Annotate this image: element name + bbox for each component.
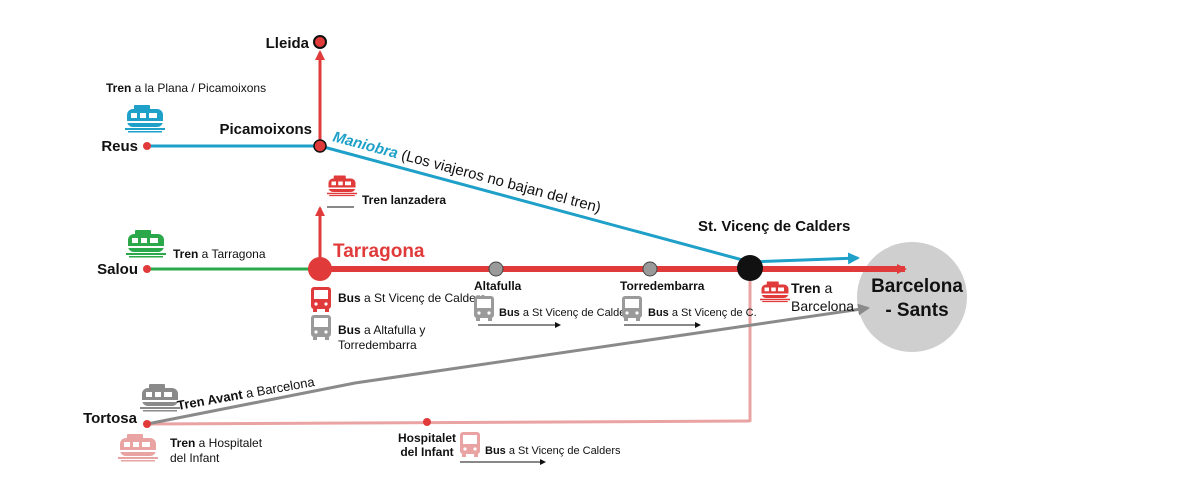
node-reus [143, 142, 151, 150]
label-bcn-train-line1: Tren a [791, 280, 832, 296]
station-salou: Salou [97, 261, 138, 278]
label-tgn-bus2-line2: Torredembarra [338, 338, 417, 352]
node-altafulla [488, 261, 504, 277]
station-st-vicenc: St. Vicenç de Calders [698, 218, 850, 235]
train-icon [327, 175, 357, 197]
label-hospitalet-train-line2: del Infant [170, 451, 220, 465]
bus-icon [311, 315, 331, 340]
line-avant-barcelona [146, 303, 870, 426]
node-st-vicenc [737, 255, 763, 281]
station-barcelona-line1: Barcelona [871, 276, 963, 297]
node-hospitalet [423, 418, 431, 426]
train-icon [126, 230, 166, 258]
bus-icon [311, 287, 331, 312]
label-lanzadera: Tren lanzadera [362, 193, 446, 207]
station-hospitalet-line2: del Infant [400, 445, 453, 459]
label-salou-train: Tren a Tarragona [173, 247, 266, 261]
train-icon [760, 281, 790, 303]
node-tarragona [308, 257, 332, 281]
station-altafulla: Altafulla [474, 279, 522, 293]
station-reus: Reus [101, 138, 138, 155]
station-lleida: Lleida [266, 35, 310, 52]
node-picamoixons [313, 139, 327, 153]
station-barcelona-line2: - Sants [885, 300, 948, 321]
station-tortosa: Tortosa [83, 410, 138, 427]
label-bcn-train-line2: Barcelona [791, 298, 854, 314]
label-tgn-bus2-line1: Bus a Altafulla y [338, 323, 425, 337]
node-torredembarra [642, 261, 658, 277]
node-lleida [313, 35, 327, 49]
station-picamoixons: Picamoixons [219, 121, 312, 138]
train-icon [140, 384, 180, 412]
label-hospitalet-bus: Bus a St Vicenç de Calders [485, 445, 621, 457]
station-tarragona: Tarragona [333, 241, 425, 262]
label-torred-bus: Bus a St Vicenç de C. [648, 307, 757, 319]
label-reus-train: Tren a la Plana / Picamoixons [106, 81, 266, 95]
line-tortosa-hospitalet [146, 419, 751, 426]
bus-icon [622, 296, 642, 321]
station-torredembarra: Torredembarra [620, 279, 705, 293]
train-icon [125, 105, 165, 133]
label-hospitalet-train-line1: Tren a Hospitalet [170, 436, 263, 450]
barcelona-sants-circle [857, 242, 967, 352]
node-tortosa [143, 420, 151, 428]
bus-icon [460, 432, 480, 457]
node-salou [143, 265, 151, 273]
label-tgn-bus1: Bus a St Vicenç de Calders [338, 291, 486, 305]
label-altafulla-bus: Bus a St Vicenç de Calders [499, 307, 635, 319]
train-icon [118, 434, 158, 462]
bus-icon [474, 296, 494, 321]
station-hospitalet-line1: Hospitalet [398, 431, 456, 445]
